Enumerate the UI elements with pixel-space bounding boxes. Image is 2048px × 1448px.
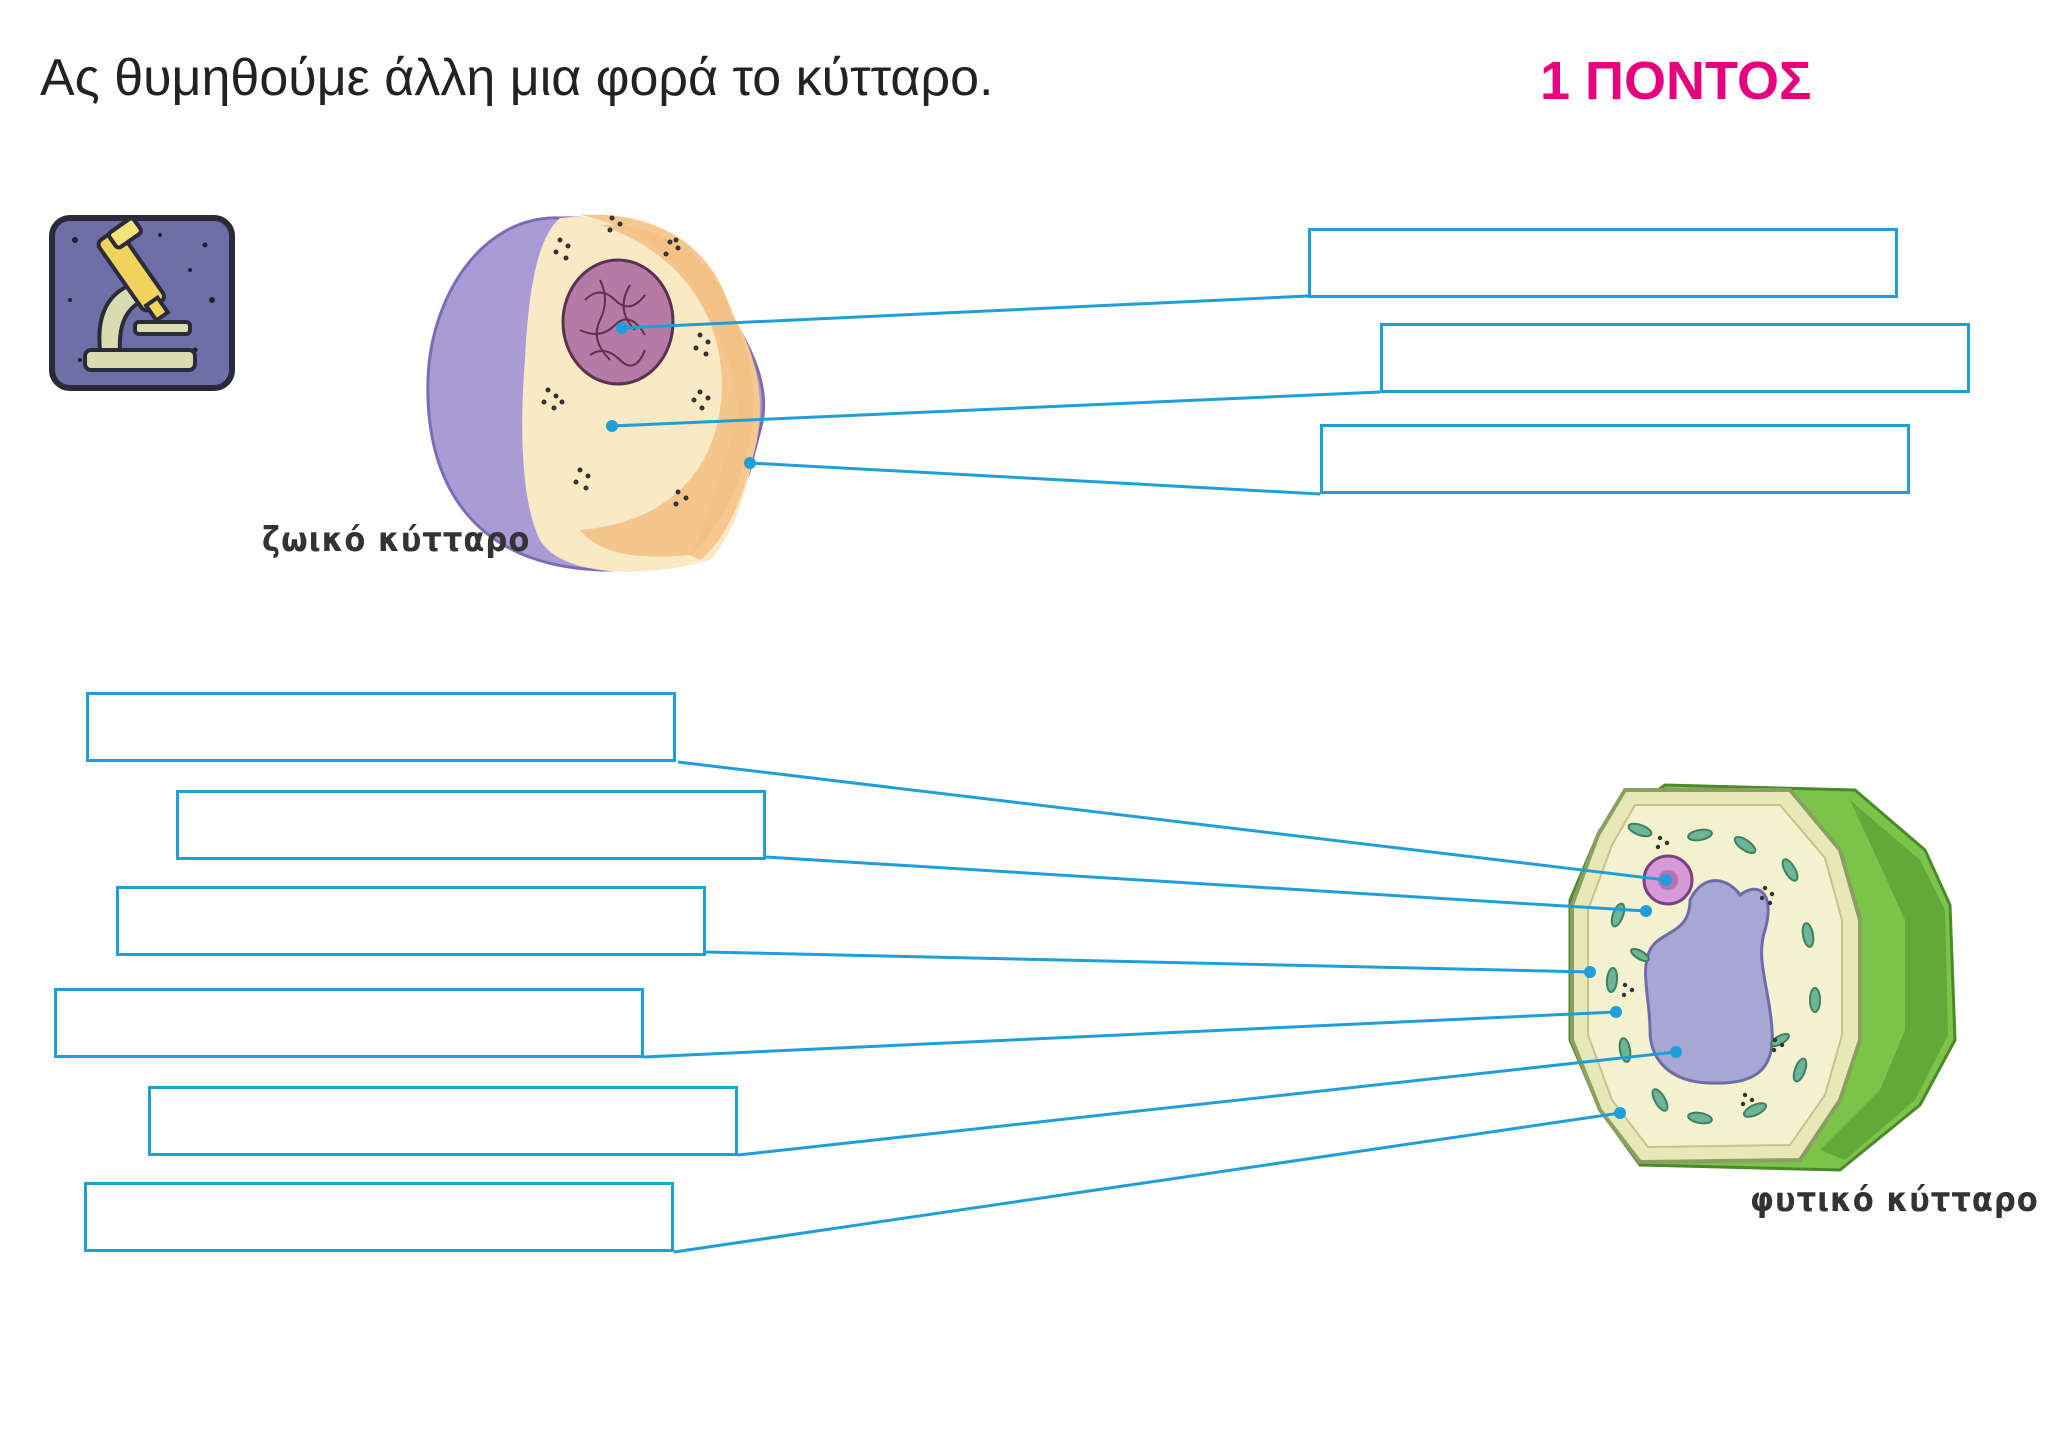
pointer-dot [1584,966,1596,978]
plant-cell-caption: φυτικό κύτταρο [1750,1180,2039,1220]
pointer-dot [1614,1107,1626,1119]
animal-label-box-3[interactable] [1320,424,1910,494]
plant-label-box-6[interactable] [84,1182,674,1252]
plant-cell-illustration [1568,783,1957,1172]
pointer-dot [744,457,756,469]
animal-cell-illustration [426,214,766,572]
page-title: Ας θυμηθούμε άλλη μια φορά το κύτταρο. [40,49,994,107]
plant-label-box-3[interactable] [116,886,706,956]
plant-label-box-4[interactable] [54,988,644,1058]
pointer-dot [606,420,618,432]
animal-cell-caption: ζωικό κύτταρο [262,520,531,560]
points-badge: 1 ΠΟΝΤΟΣ [1540,51,1812,111]
pointer-dot [1610,1006,1622,1018]
pointer-dot [1640,905,1652,917]
pointer-dot [1670,1046,1682,1058]
plant-label-box-2[interactable] [176,790,766,860]
animal-leader-lines [611,294,1381,496]
animal-label-box-2[interactable] [1380,323,1970,393]
plant-leader-lines [643,760,1677,1254]
microscope-icon [49,215,235,391]
plant-label-box-1[interactable] [86,692,676,762]
pointer-dot [1660,874,1672,886]
plant-label-box-5[interactable] [148,1086,738,1156]
animal-label-box-1[interactable] [1308,228,1898,298]
pointer-dot [616,322,628,334]
